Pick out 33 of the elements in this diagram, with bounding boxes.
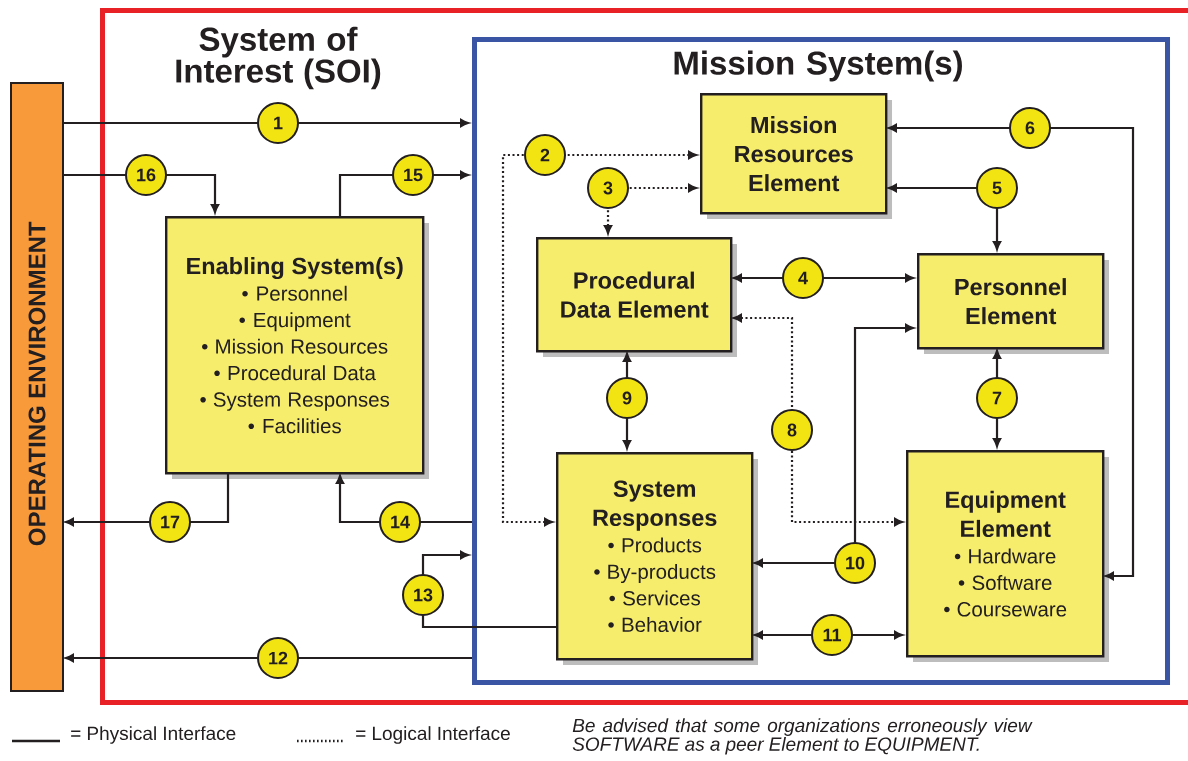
element-box: Equipment Element • Hardware • Software • Courseware [906, 450, 1109, 662]
element-box: Enabling System(s) • Personnel • Equipment • Mission Resources • Procedural Data • System Responses • Facilities [165, 216, 429, 479]
number-badge: 16 [125, 154, 167, 196]
element-box: System Responses • Products • By-products • Services • Behavior [556, 452, 758, 665]
connector-arrow [733, 313, 903, 527]
number-badge: 11 [811, 614, 853, 656]
legend-text: = Logical Interface [356, 726, 510, 744]
note-text: Be advised that some organizations erroneously view SOFTWARE as a peer Element to EQUIPMENT. [572, 718, 1033, 755]
number-badge: 9 [606, 377, 648, 419]
connector-arrow [888, 123, 1135, 581]
number-badge: 10 [834, 542, 876, 584]
number-badge: 14 [379, 501, 421, 543]
number-badge: 7 [976, 377, 1018, 419]
legend-text: = Physical Interface [71, 726, 236, 744]
number-badge: 17 [149, 501, 191, 543]
element-box: Procedural Data Element [536, 237, 737, 357]
connector-arrow [65, 653, 472, 663]
element-box: Mission Resources Element [700, 93, 892, 219]
number-badge: 8 [771, 409, 813, 451]
element-box: Personnel Element [917, 253, 1109, 354]
number-badge: 1 [257, 102, 299, 144]
number-badge: 12 [257, 637, 299, 679]
number-badge: 4 [782, 257, 824, 299]
number-badge: 13 [402, 574, 444, 616]
number-badge: 2 [524, 134, 566, 176]
connector-arrow [754, 323, 914, 568]
number-badge: 5 [976, 167, 1018, 209]
number-badge: 3 [587, 167, 629, 209]
connector-arrow [62, 118, 469, 128]
environment-bar: OPERATING ENVIRONMENT [10, 82, 64, 692]
number-badge: 6 [1009, 107, 1051, 149]
number-badge: 15 [392, 154, 434, 196]
connector-arrow [501, 150, 697, 527]
